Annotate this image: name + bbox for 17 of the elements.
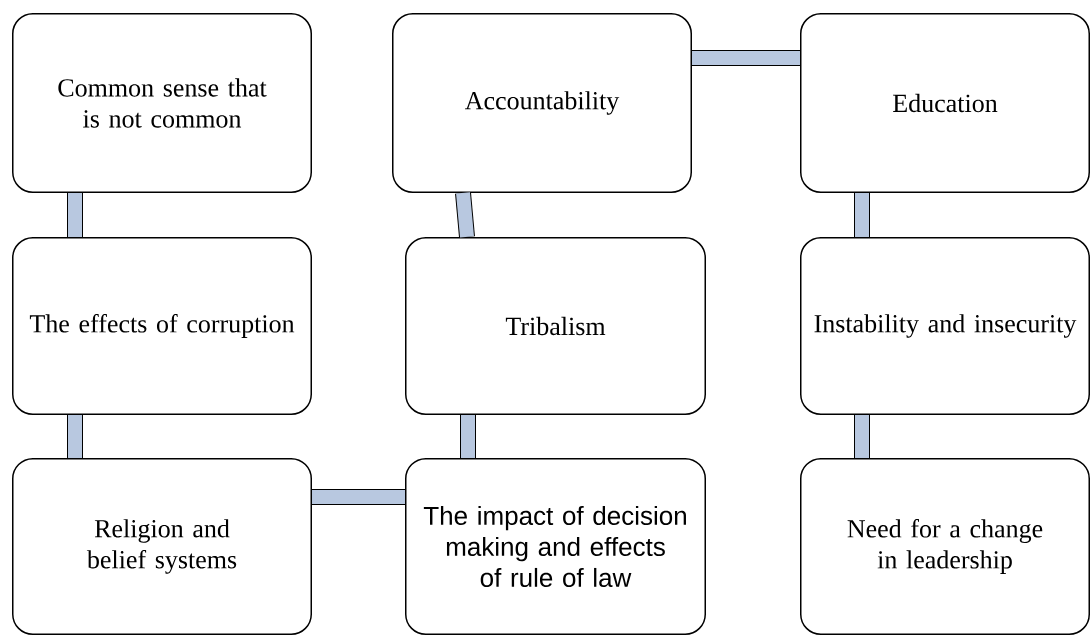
text-box: The impact of decision making and effects of rule of law (405, 458, 706, 635)
text-box: Tribalism (405, 237, 706, 415)
connector-bar (460, 415, 476, 458)
connector-bar (67, 193, 83, 237)
text-box: Need for a change in leadership (800, 458, 1090, 635)
connector-bar (67, 415, 83, 458)
connector-bar (312, 489, 405, 505)
connector-bar (854, 193, 870, 237)
text-box: Religion and belief systems (12, 458, 312, 635)
text-box: Common sense that is not common (12, 13, 312, 193)
text-box: Education (800, 13, 1090, 193)
connector-bar (455, 192, 475, 238)
text-box: Accountability (392, 13, 692, 193)
connector-bar (854, 415, 870, 458)
connector-bar (692, 50, 800, 66)
text-box: The effects of corruption (12, 237, 312, 415)
text-box: Instability and insecurity (800, 237, 1090, 415)
